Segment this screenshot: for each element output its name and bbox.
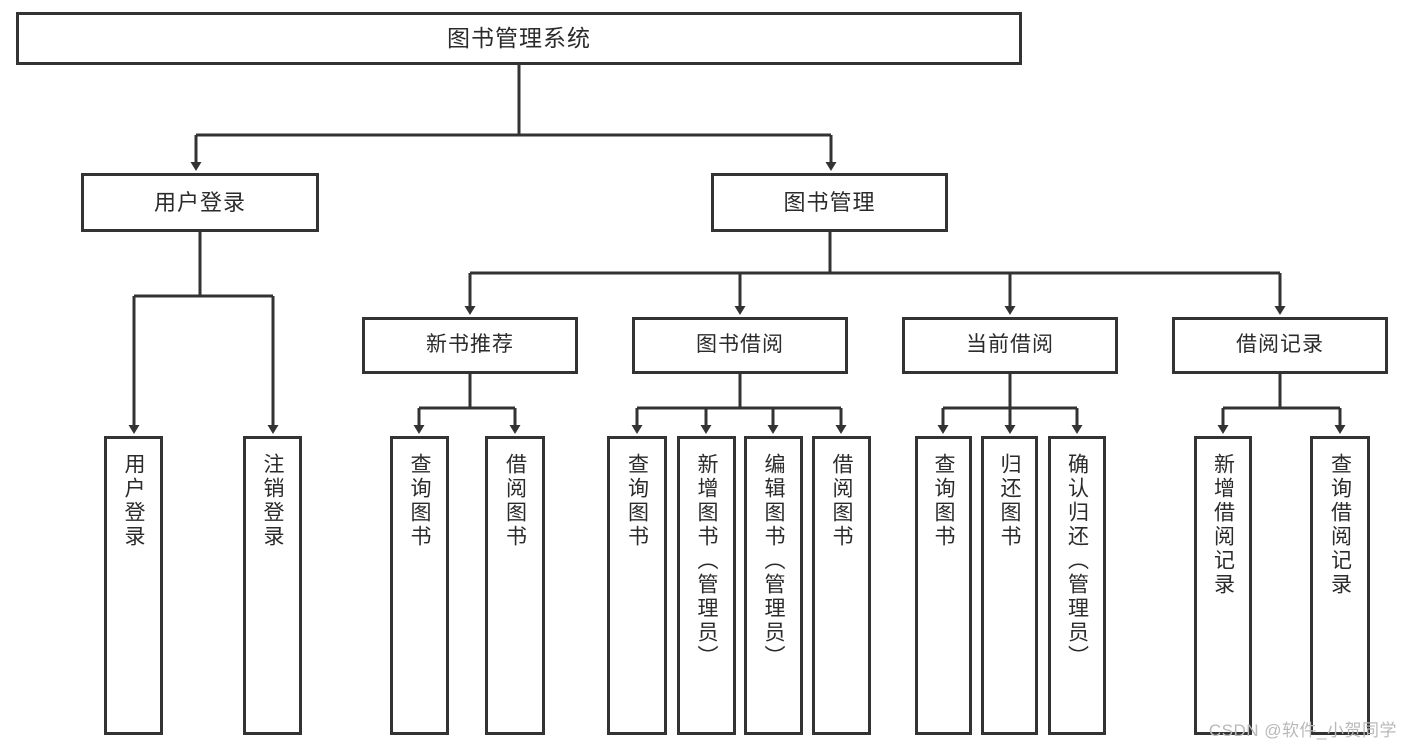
node-leaf-query-book-3[interactable]: 查询图书 [915, 436, 972, 735]
node-current-borrow[interactable]: 当前借阅 [902, 317, 1118, 374]
node-book-manage-label: 图书管理 [783, 189, 876, 215]
node-leaf-logout-label: 注销登录 [261, 453, 284, 549]
node-book-borrow[interactable]: 图书借阅 [632, 317, 848, 374]
node-leaf-edit-book[interactable]: 编辑图书（管理员） [744, 436, 803, 735]
node-leaf-add-record[interactable]: 新增借阅记录 [1194, 436, 1252, 735]
node-leaf-add-book-label: 新增图书（管理员） [695, 453, 718, 669]
node-leaf-add-book[interactable]: 新增图书（管理员） [677, 436, 736, 735]
node-current-borrow-label: 当前借阅 [966, 333, 1054, 357]
node-leaf-confirm-return[interactable]: 确认归还（管理员） [1048, 436, 1106, 735]
node-leaf-return-book[interactable]: 归还图书 [981, 436, 1038, 735]
node-leaf-borrow-book-1-label: 借阅图书 [503, 453, 527, 549]
node-leaf-user-login-label: 用户登录 [122, 453, 145, 549]
node-leaf-add-record-label: 新增借阅记录 [1211, 453, 1235, 597]
node-leaf-query-book-1-label: 查询图书 [408, 453, 431, 549]
node-leaf-return-book-label: 归还图书 [998, 453, 1021, 549]
node-leaf-query-book-2-label: 查询图书 [625, 453, 649, 549]
csdn-watermark: CSDN @软件_小贺同学 [1208, 721, 1397, 740]
node-leaf-borrow-book-1[interactable]: 借阅图书 [485, 436, 545, 735]
node-leaf-logout[interactable]: 注销登录 [243, 436, 302, 735]
node-new-book-recommend-label: 新书推荐 [426, 333, 514, 357]
node-leaf-query-record[interactable]: 查询借阅记录 [1310, 436, 1370, 735]
node-leaf-borrow-book-2-label: 借阅图书 [830, 453, 853, 549]
node-leaf-query-book-3-label: 查询图书 [932, 453, 955, 549]
node-root[interactable]: 图书管理系统 [16, 12, 1022, 65]
node-borrow-record[interactable]: 借阅记录 [1172, 317, 1388, 374]
node-borrow-record-label: 借阅记录 [1236, 333, 1324, 357]
node-leaf-query-record-label: 查询借阅记录 [1328, 453, 1352, 597]
node-leaf-confirm-return-label: 确认归还（管理员） [1065, 453, 1089, 669]
node-book-borrow-label: 图书借阅 [696, 333, 784, 357]
node-book-manage[interactable]: 图书管理 [711, 173, 948, 232]
node-new-book-recommend[interactable]: 新书推荐 [362, 317, 578, 374]
node-user-login[interactable]: 用户登录 [81, 173, 319, 232]
node-leaf-user-login[interactable]: 用户登录 [104, 436, 163, 735]
node-leaf-edit-book-label: 编辑图书（管理员） [762, 453, 785, 669]
node-leaf-query-book-2[interactable]: 查询图书 [607, 436, 667, 735]
node-leaf-borrow-book-2[interactable]: 借阅图书 [812, 436, 871, 735]
node-root-label: 图书管理系统 [447, 25, 591, 52]
node-leaf-query-book-1[interactable]: 查询图书 [390, 436, 449, 735]
node-user-login-label: 用户登录 [153, 189, 246, 215]
